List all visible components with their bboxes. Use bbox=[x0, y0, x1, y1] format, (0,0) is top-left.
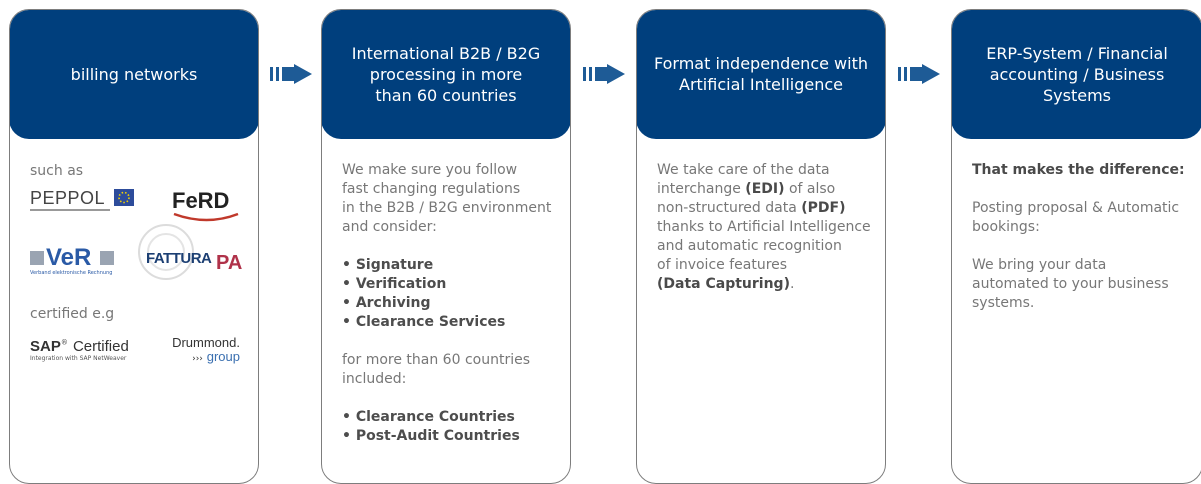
sap-certified-text: Certified bbox=[72, 338, 129, 355]
bullet-item: • Archiving bbox=[342, 295, 431, 311]
arrow-icon bbox=[583, 64, 625, 84]
drummond-text: Drummond. bbox=[172, 335, 240, 350]
body-line: for more than 60 countries bbox=[342, 352, 530, 368]
arrow-icon bbox=[898, 64, 940, 84]
body-line: fast changing regulations bbox=[342, 181, 521, 197]
ver-subtext: Verband elektronische Rechnung bbox=[30, 270, 113, 276]
ver-logo: VeR Verband elektronische Rechnung bbox=[30, 244, 130, 278]
body-paragraph: We bring your data automated to your bus… bbox=[972, 257, 1169, 311]
body-line: (Data Capturing). bbox=[657, 276, 795, 292]
peppol-text: PEPPOL bbox=[30, 188, 106, 208]
pa-text: PA bbox=[216, 252, 243, 274]
body-line: included: bbox=[342, 371, 407, 387]
ferd-logo: FeRD bbox=[172, 188, 242, 224]
certified-section: certified e.g bbox=[30, 305, 248, 324]
card-format-independence: Format independence with Artificial Inte… bbox=[636, 9, 886, 484]
card-body: such as bbox=[30, 160, 248, 181]
body-line: interchange (EDI) of also bbox=[657, 181, 836, 197]
body-line: non-structured data (PDF) bbox=[657, 200, 846, 216]
peppol-logo: PEPPOL bbox=[30, 188, 140, 218]
ferd-text: FeRD bbox=[172, 188, 230, 213]
card-header: billing networks bbox=[10, 10, 258, 139]
card-international-processing: International B2B / B2G processing in mo… bbox=[321, 9, 571, 484]
body-line: in the B2B / B2G environment bbox=[342, 200, 552, 216]
sap-subtext: Integration with SAP NetWeaver bbox=[30, 355, 127, 362]
bullet-item: • Clearance Services bbox=[342, 314, 506, 330]
body-line: We take care of the data bbox=[657, 162, 830, 178]
card-body: We take care of the data interchange (ED… bbox=[657, 161, 875, 294]
card-body: We make sure you follow fast changing re… bbox=[342, 161, 560, 446]
card-header: International B2B / B2G processing in mo… bbox=[322, 10, 570, 139]
body-line: and consider: bbox=[342, 219, 437, 235]
card-header: ERP-System / Financial accounting / Busi… bbox=[952, 10, 1201, 139]
peppol-subtext bbox=[30, 209, 110, 211]
body-line: of invoice features bbox=[657, 257, 788, 273]
card-title: International B2B / B2G processing in mo… bbox=[351, 43, 541, 105]
emblem-icon bbox=[138, 224, 194, 280]
fattura-text: FATTURA bbox=[146, 250, 212, 267]
arrow-icon bbox=[270, 64, 312, 84]
card-billing-networks: billing networks such as PEPPOL FeRD VeR… bbox=[9, 9, 259, 484]
card-title: billing networks bbox=[70, 64, 198, 84]
headline: That makes the difference: bbox=[972, 162, 1185, 178]
card-body: That makes the difference: Posting propo… bbox=[972, 161, 1192, 313]
card-header: Format independence with Artificial Inte… bbox=[637, 10, 885, 139]
chevrons-icon: ››› bbox=[192, 354, 203, 364]
bullet-item: • Verification bbox=[342, 276, 447, 292]
drummond-group-text: group bbox=[206, 349, 240, 364]
drummond-group-logo: Drummond. ››› group bbox=[160, 336, 240, 366]
card-title: Format independence with Artificial Inte… bbox=[653, 54, 868, 94]
card-title: ERP-System / Financial accounting / Busi… bbox=[986, 43, 1168, 105]
certified-label: certified e.g bbox=[30, 306, 115, 322]
ferd-swoosh-icon bbox=[173, 212, 239, 222]
ver-text: VeR bbox=[46, 244, 92, 271]
bullet-item: • Signature bbox=[342, 257, 434, 273]
fattura-pa-logo: FATTURA PA bbox=[130, 222, 243, 284]
body-paragraph: Posting proposal & Automatic bookings: bbox=[972, 200, 1180, 235]
play-icon-right bbox=[100, 251, 114, 265]
eu-flag-icon bbox=[114, 189, 134, 206]
bullet-item: • Clearance Countries bbox=[342, 409, 515, 425]
sap-text: SAP bbox=[30, 338, 61, 355]
body-line: and automatic recognition bbox=[657, 238, 842, 254]
body-line: We make sure you follow bbox=[342, 162, 518, 178]
sap-certified-logo: SAP® Certified Integration with SAP NetW… bbox=[30, 336, 160, 366]
bullet-item: • Post-Audit Countries bbox=[342, 428, 520, 444]
play-icon bbox=[30, 251, 44, 265]
card-erp-systems: ERP-System / Financial accounting / Busi… bbox=[951, 9, 1201, 484]
such-as-label: such as bbox=[30, 163, 84, 179]
body-line: thanks to Artificial Intelligence bbox=[657, 219, 871, 235]
